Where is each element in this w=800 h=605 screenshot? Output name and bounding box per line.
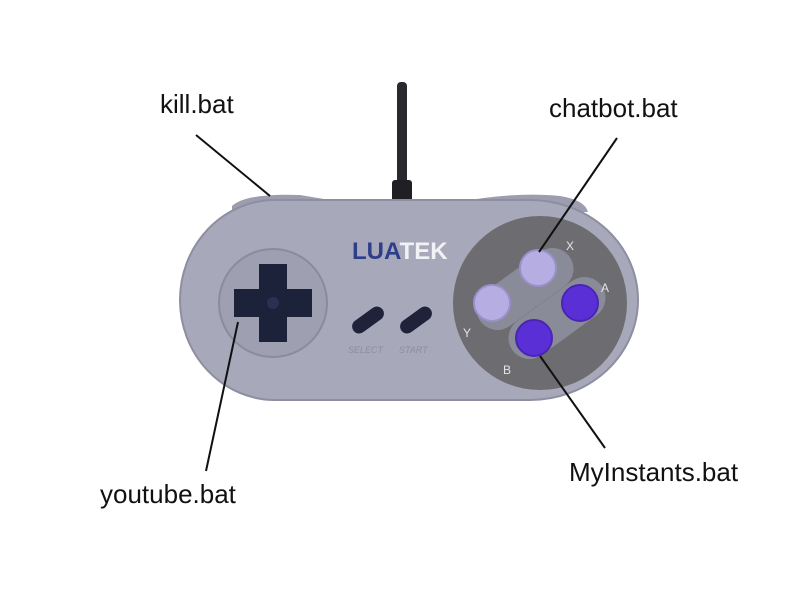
youtube-bat-label: youtube.bat [100,479,236,509]
brand-suffix: TEK [400,238,449,265]
select-button[interactable] [349,304,386,336]
youtube-callout-line [205,321,239,472]
select-label: SELECT [348,345,385,355]
x-button[interactable] [519,249,557,287]
brand-logo: LUATEK [352,238,448,265]
brand-prefix: LUA [352,238,401,265]
b-button-label: B [503,363,511,377]
b-button[interactable] [515,319,553,357]
myinstants-callout-line [539,355,606,449]
chatbot-bat-label: chatbot.bat [549,93,678,123]
kill-bat-label: kill.bat [160,89,234,119]
start-button[interactable] [397,304,434,336]
myinstants-bat-label: MyInstants.bat [569,457,739,487]
start-label: START [399,345,429,355]
controller-cable [397,82,407,194]
dpad-center [267,297,279,309]
y-button-label: Y [463,326,471,340]
a-button-label: A [601,281,609,295]
a-button[interactable] [561,284,599,322]
y-button[interactable] [473,284,511,322]
kill-callout-line [195,134,271,197]
chatbot-callout-line [538,137,618,253]
x-button-label: X [566,239,574,253]
